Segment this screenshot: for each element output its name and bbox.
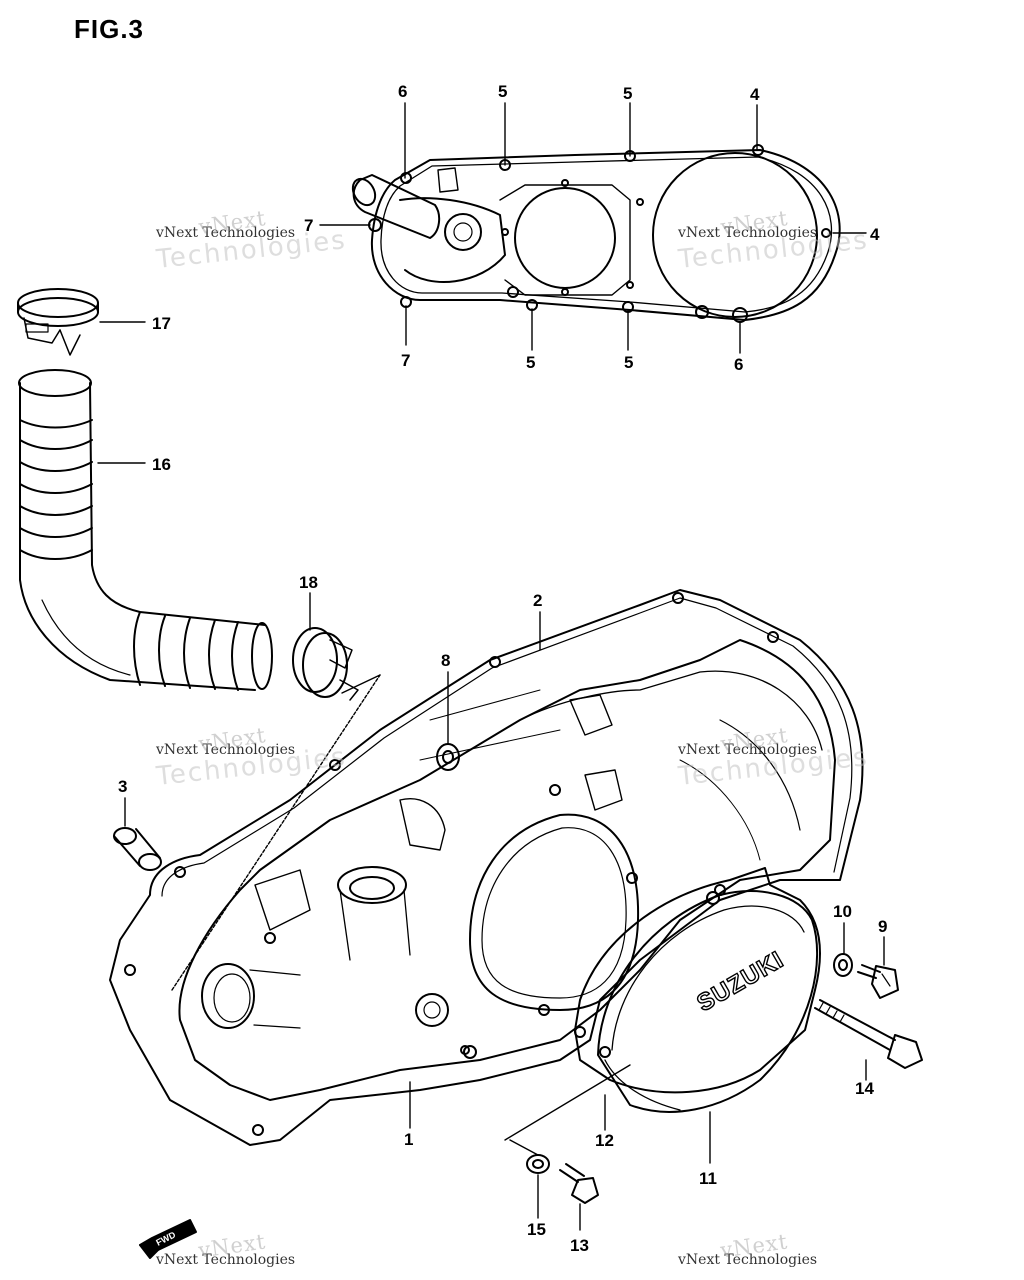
- long-bolt-14: [814, 999, 923, 1069]
- callout-8: 8: [441, 651, 450, 670]
- washer-15: [526, 1154, 550, 1174]
- leader-lines: [97, 102, 885, 1231]
- starter-cover-11: [597, 890, 819, 1113]
- inner-cover-gasket-2: [109, 589, 864, 1146]
- callout-16: 16: [152, 455, 171, 474]
- callout-18: 18: [299, 573, 318, 592]
- callout-9: 9: [878, 917, 887, 936]
- washer-8: [436, 743, 460, 771]
- hose-clamp-18: [292, 627, 359, 701]
- callout-6-bottom: 6: [734, 355, 743, 374]
- callout-13: 13: [570, 1236, 589, 1255]
- callout-5-top-left: 5: [498, 82, 507, 101]
- figure-title: FIG.3: [74, 14, 145, 44]
- callout-17: 17: [152, 314, 171, 333]
- callout-10: 10: [833, 902, 852, 921]
- callout-11: 11: [699, 1169, 717, 1188]
- callout-12: 12: [595, 1131, 614, 1150]
- dowel-pin-3: [113, 827, 162, 871]
- callout-5-bottom-right: 5: [624, 353, 633, 372]
- callout-15: 15: [527, 1220, 546, 1239]
- cover-brand-text: SUZUKI: [693, 946, 789, 1017]
- callout-4-top: 4: [750, 85, 760, 104]
- air-hose-16: [18, 369, 273, 691]
- fwd-direction-icon: [139, 1219, 197, 1259]
- callout-5-bottom-left: 5: [526, 353, 535, 372]
- callout-6-top: 6: [398, 82, 407, 101]
- callout-7-bottom: 7: [401, 351, 410, 370]
- callout-4-right: 4: [870, 225, 880, 244]
- callout-3: 3: [118, 777, 127, 796]
- bolt-13: [559, 1163, 599, 1204]
- bolt-9: [857, 964, 899, 999]
- callout-2: 2: [533, 591, 542, 610]
- crankcase-cover-1: [178, 639, 836, 1101]
- callout-5-top-right: 5: [623, 84, 632, 103]
- cover-gasket-12: [574, 867, 821, 1094]
- callout-7-left: 7: [304, 216, 313, 235]
- callout-1: 1: [404, 1130, 413, 1149]
- hose-clamp-17: [17, 288, 99, 356]
- callout-numbers: 6 5 5 4 4 7 7 5 5 6 17 16 18 2 8 3 10 9 …: [118, 82, 887, 1255]
- outer-cover-gasket-top: [351, 144, 841, 323]
- callout-14: 14: [855, 1079, 874, 1098]
- washer-10: [833, 953, 853, 977]
